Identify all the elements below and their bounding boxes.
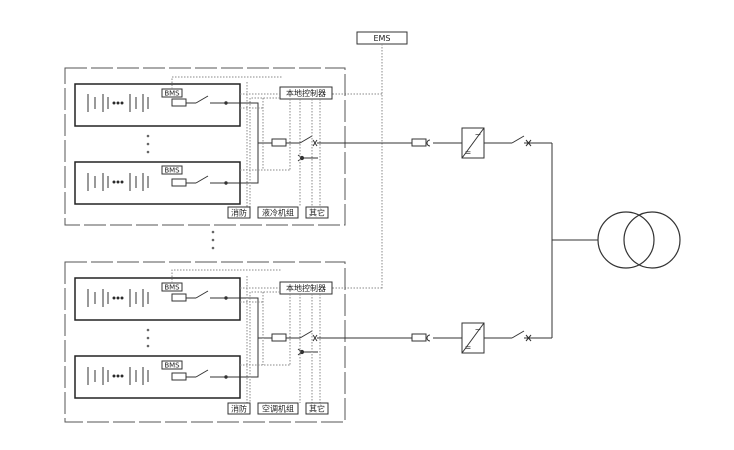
fuse-icon bbox=[171, 293, 187, 302]
battery-cells-icon bbox=[87, 94, 149, 112]
battery-cells-icon bbox=[87, 289, 149, 307]
container-switch-icon bbox=[286, 135, 345, 147]
controller-dotted bbox=[240, 82, 321, 207]
ac-busbar bbox=[551, 143, 598, 338]
controller-dotted bbox=[240, 276, 321, 403]
bms-dotted bbox=[171, 269, 282, 283]
container-switch-icon bbox=[286, 330, 345, 342]
fire-label: 消防 bbox=[231, 208, 247, 218]
switch-icon bbox=[186, 290, 228, 300]
bms-dotted bbox=[171, 76, 282, 89]
fuse-icon bbox=[171, 372, 187, 381]
switch-icon bbox=[186, 95, 228, 105]
breaker-x-icon bbox=[525, 334, 532, 342]
rack-bus bbox=[226, 102, 272, 184]
fuse-icon bbox=[271, 138, 287, 147]
battery-rack-1: BMS bbox=[74, 76, 282, 127]
ellipsis-icon bbox=[211, 230, 215, 250]
inverter-ac-symbol: ~ bbox=[475, 130, 482, 139]
container-lower: BMS BMS bbox=[64, 261, 346, 423]
bms-label: BMS bbox=[164, 167, 180, 175]
aux-tap-icon bbox=[297, 348, 318, 356]
battery-rack-3: BMS bbox=[74, 269, 282, 321]
switch-icon bbox=[186, 369, 228, 379]
bms-label: BMS bbox=[164, 284, 180, 292]
ellipsis-icon bbox=[146, 328, 150, 348]
bms-label: BMS bbox=[164, 90, 180, 98]
switch-icon bbox=[186, 175, 228, 185]
feeder-upper bbox=[345, 127, 552, 159]
ems-dotted-links bbox=[332, 44, 383, 290]
inverter-dc-symbol: = bbox=[465, 343, 472, 352]
feeder-lower bbox=[345, 322, 552, 354]
ems-label: EMS bbox=[373, 34, 390, 43]
fire-label: 消防 bbox=[231, 404, 247, 414]
local-controller-label: 本地控制器 bbox=[286, 283, 326, 293]
aux-tap-icon bbox=[297, 154, 318, 162]
battery-rack-4: BMS bbox=[74, 355, 241, 399]
rack-bus bbox=[226, 297, 272, 378]
other-label: 其它 bbox=[309, 404, 325, 414]
inverter-ac-symbol: ~ bbox=[475, 325, 482, 334]
breaker-x-icon bbox=[525, 139, 532, 147]
fuse-icon bbox=[171, 178, 187, 187]
local-controller-label: 本地控制器 bbox=[286, 88, 326, 98]
battery-cells-icon bbox=[87, 367, 149, 385]
ems-box: EMS bbox=[356, 31, 408, 45]
fuse-icon bbox=[171, 98, 187, 107]
transformer-icon bbox=[597, 211, 681, 269]
battery-cells-icon bbox=[87, 173, 149, 191]
other-label: 其它 bbox=[309, 208, 325, 218]
battery-rack-2: BMS bbox=[74, 161, 241, 205]
bms-label: BMS bbox=[164, 362, 180, 370]
ac-unit-label: 空调机组 bbox=[262, 404, 294, 414]
fuse-icon bbox=[271, 333, 287, 342]
liquid-cooling-label: 液冷机组 bbox=[262, 208, 294, 218]
ellipsis-icon bbox=[146, 134, 150, 154]
inverter-dc-symbol: = bbox=[465, 148, 472, 157]
container-upper: BMS BMS bbox=[64, 67, 346, 226]
